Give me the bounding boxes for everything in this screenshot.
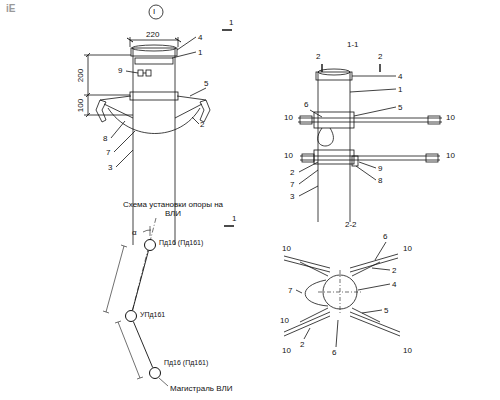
callout-number: 5 — [384, 306, 388, 315]
pole-label: УПд161 — [140, 311, 165, 319]
dimension: 200 — [76, 68, 85, 81]
callout-number: 10 — [446, 151, 455, 160]
callout-number: 5 — [204, 79, 208, 88]
callout-number: 8 — [378, 176, 382, 185]
view-title: 1-1 — [347, 40, 359, 49]
callout-number: 10 — [282, 346, 291, 355]
callout-number: 10 — [282, 244, 291, 253]
callout-number: 3 — [108, 163, 112, 172]
callout-number: 2 — [200, 120, 204, 129]
view-title: 2-2 — [345, 220, 357, 229]
pole-label: Пд16 (Пд161) — [159, 239, 203, 247]
callout-number: 2 — [392, 266, 396, 275]
callout-number: 6 — [383, 232, 387, 241]
callout-number: 10 — [280, 316, 289, 325]
callout-number: 2 — [300, 340, 304, 349]
line-span — [133, 322, 152, 368]
pole-symbol: УПд161 — [125, 310, 137, 322]
angle-label: α — [132, 228, 137, 237]
callout-number: 9 — [118, 66, 122, 75]
callout-number: 4 — [392, 280, 396, 289]
callout-number: 10 — [446, 113, 455, 122]
view-title: I — [153, 7, 155, 16]
section-mark: 2 — [378, 52, 382, 61]
pole-symbol: Пд16 (Пд161) — [149, 367, 161, 379]
pole-label: Пд16 (Пд161) — [164, 359, 208, 367]
callout-number: 10 — [284, 151, 293, 160]
section-mark: 1 — [232, 214, 236, 223]
callout-number: 10 — [403, 346, 412, 355]
callout-number: 9 — [378, 164, 382, 173]
line-span — [133, 251, 149, 310]
callout-number: 10 — [403, 244, 412, 253]
callout-number: 1 — [398, 85, 402, 94]
section-mark: 2 — [316, 52, 320, 61]
watermark: iE — [6, 4, 15, 13]
callout-number: 2 — [290, 168, 294, 177]
callout-number: 3 — [290, 192, 294, 201]
scheme-title: Схема установки опоры на ВЛИ — [118, 200, 228, 218]
callout-number: 4 — [198, 33, 202, 42]
dimension: 220 — [146, 30, 159, 39]
callout-number: 7 — [290, 180, 294, 189]
callout-number: 6 — [304, 100, 308, 109]
callout-number: 8 — [103, 134, 107, 143]
callout-number: 10 — [284, 113, 293, 122]
callout-number: 5 — [398, 103, 402, 112]
section-mark: 1 — [229, 18, 233, 27]
callout-number: 7 — [288, 286, 292, 295]
callout-number: 4 — [398, 72, 402, 81]
line-label: Магистраль ВЛИ — [170, 384, 232, 393]
dimension: 100 — [76, 98, 85, 111]
callout-number: 7 — [106, 148, 110, 157]
callout-number: 6 — [332, 348, 336, 357]
callout-number: 1 — [198, 48, 202, 57]
pole-symbol: Пд16 (Пд161) — [144, 239, 156, 251]
